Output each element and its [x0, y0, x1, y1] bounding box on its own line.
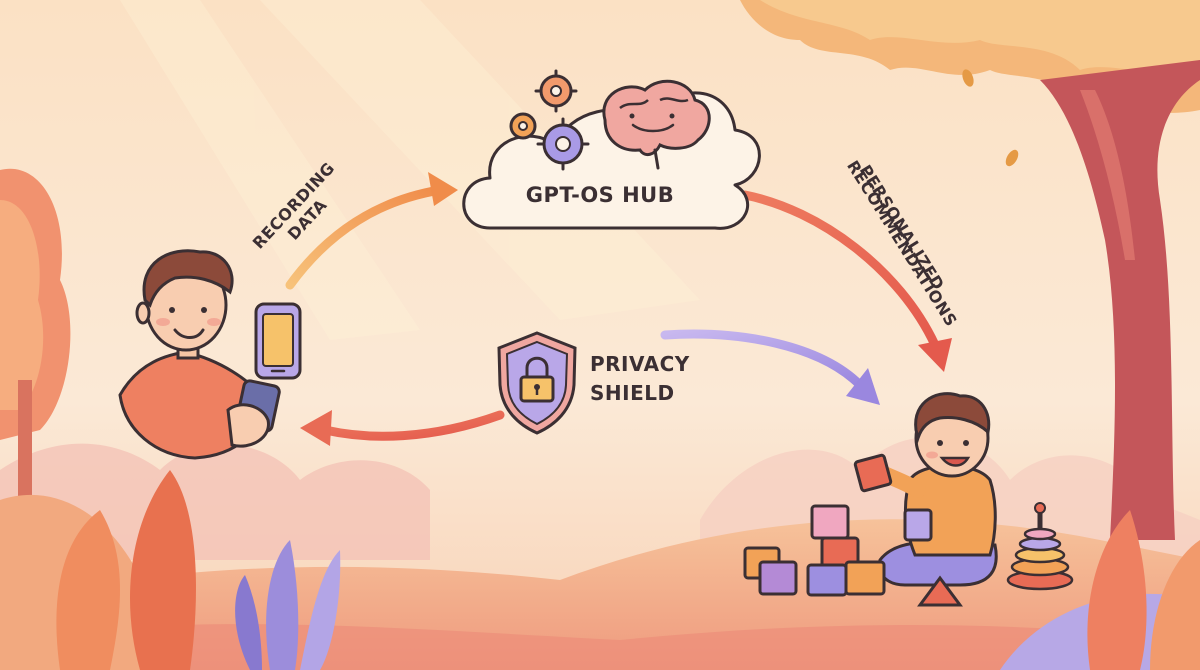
shield-label-line2: SHIELD	[590, 381, 675, 405]
left-plants	[0, 470, 341, 670]
child-figure	[872, 392, 998, 587]
arrow-privacy-head	[846, 368, 880, 405]
right-plants	[1000, 510, 1200, 670]
hub-title: GPT-OS HUB	[525, 183, 675, 207]
shield-label-line1: PRIVACY	[590, 352, 690, 376]
arrow-recommendations	[740, 190, 940, 350]
left-tree	[0, 168, 71, 520]
arrow-recommendations-head	[918, 338, 952, 372]
sun-rays	[120, 0, 700, 340]
lock-icon	[519, 356, 555, 403]
right-tree	[740, 0, 1200, 540]
arrow-recording-head	[428, 172, 458, 206]
stacking-ring-toy	[1006, 502, 1074, 591]
parent-figure	[118, 249, 281, 460]
gear-icon-small	[509, 112, 537, 140]
gear-icon	[534, 69, 578, 113]
arrow-privacy-to-parent	[320, 410, 505, 441]
arrow-parent-head	[300, 410, 332, 446]
gear-icon-large	[536, 117, 590, 171]
arrow-privacy-to-child	[660, 329, 865, 390]
brain-icon	[602, 79, 711, 170]
toy-blocks	[743, 453, 963, 607]
arrow-recording-data	[285, 185, 445, 290]
phone-icon	[254, 302, 302, 380]
